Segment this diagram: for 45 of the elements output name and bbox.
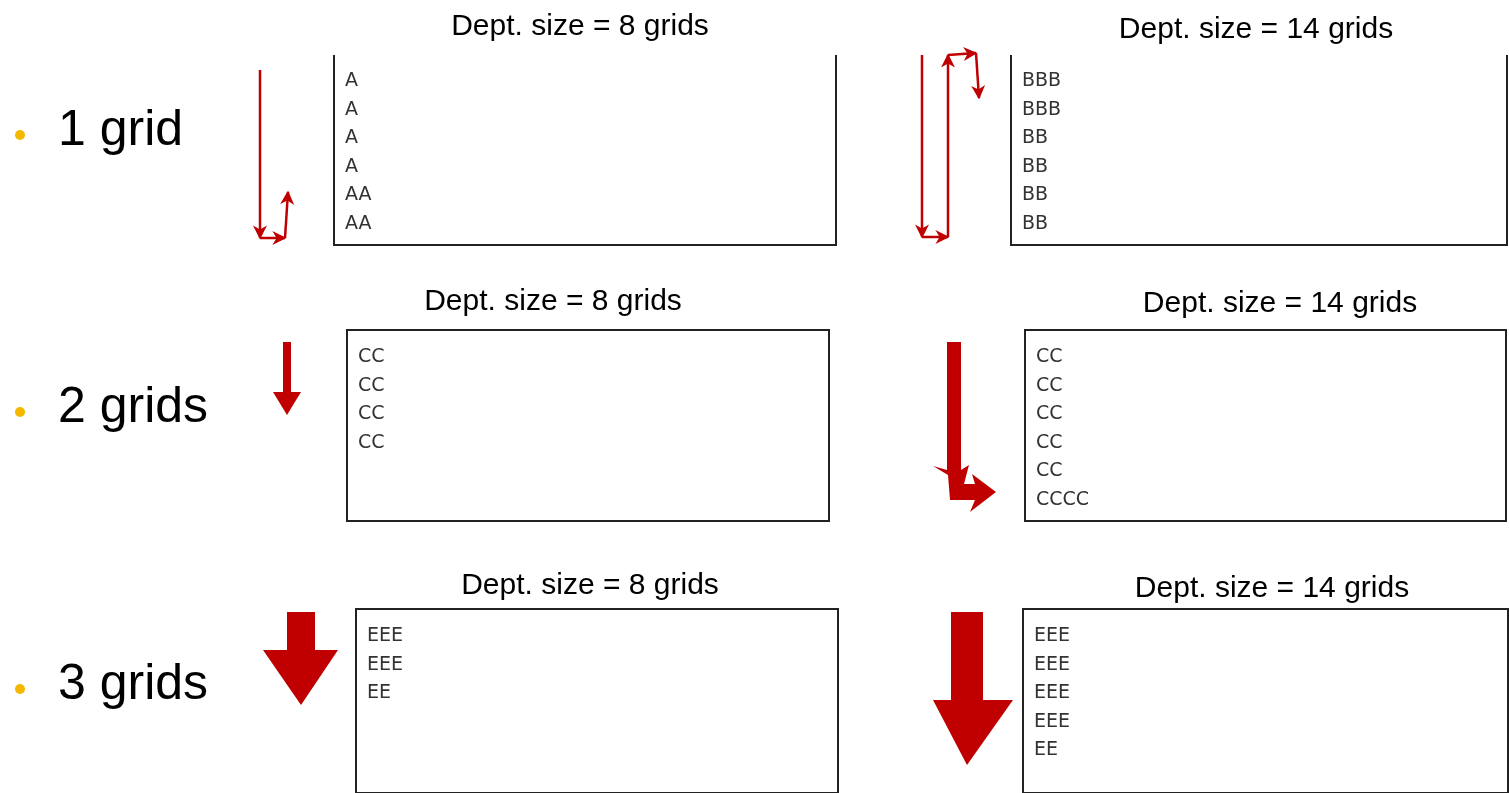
text-frame <box>355 608 839 793</box>
text-line: CC <box>1036 371 1063 396</box>
text-line: EEE <box>1034 622 1070 646</box>
heading: Dept. size = 14 grids <box>1142 285 1418 319</box>
text-line: A <box>345 152 358 177</box>
heading: Dept. size = 14 grids <box>1134 570 1410 604</box>
text-line: CCCC <box>1036 485 1090 510</box>
heading: Dept. size = 8 grids <box>424 283 682 317</box>
bullet-label: 2 grids <box>58 377 209 433</box>
text-line: A <box>345 95 358 120</box>
text-line: A <box>345 124 358 148</box>
text-line: BBB <box>1022 95 1062 120</box>
bullet-label: 3 grids <box>58 654 209 710</box>
text-frame <box>346 329 830 522</box>
heading: Dept. size = 14 grids <box>1118 11 1394 45</box>
text-line: BBB <box>1022 67 1062 91</box>
text-line: EEE <box>1034 679 1070 703</box>
text-line: BB <box>1022 152 1049 177</box>
text-line: EEE <box>367 622 403 646</box>
text-frame <box>333 55 837 246</box>
text-frame <box>1024 329 1507 522</box>
text-line: CC <box>358 343 385 367</box>
text-line: CC <box>358 400 385 424</box>
heading: Dept. size = 8 grids <box>461 567 719 601</box>
text-line: CC <box>1036 343 1063 367</box>
text-line: EEE <box>1034 707 1070 732</box>
text-line: BB <box>1022 181 1049 205</box>
text-line: EE <box>367 679 391 703</box>
text-frame <box>1022 608 1509 793</box>
text-line: AA <box>345 209 372 234</box>
text-line: AA <box>345 181 372 205</box>
text-line: EE <box>1034 736 1058 760</box>
text-line: A <box>345 67 358 91</box>
text-line: CC <box>358 428 385 453</box>
text-line: CC <box>358 371 385 396</box>
bullet-label: 1 grid <box>58 100 184 156</box>
text-frame <box>1010 55 1508 246</box>
text-line: EEE <box>367 650 403 675</box>
text-line: CC <box>1036 457 1063 481</box>
heading: Dept. size = 8 grids <box>451 8 709 42</box>
text-line: BB <box>1022 124 1049 148</box>
text-line: CC <box>1036 400 1063 424</box>
text-line: CC <box>1036 428 1063 453</box>
text-line: EEE <box>1034 650 1070 675</box>
text-line: BB <box>1022 209 1049 234</box>
